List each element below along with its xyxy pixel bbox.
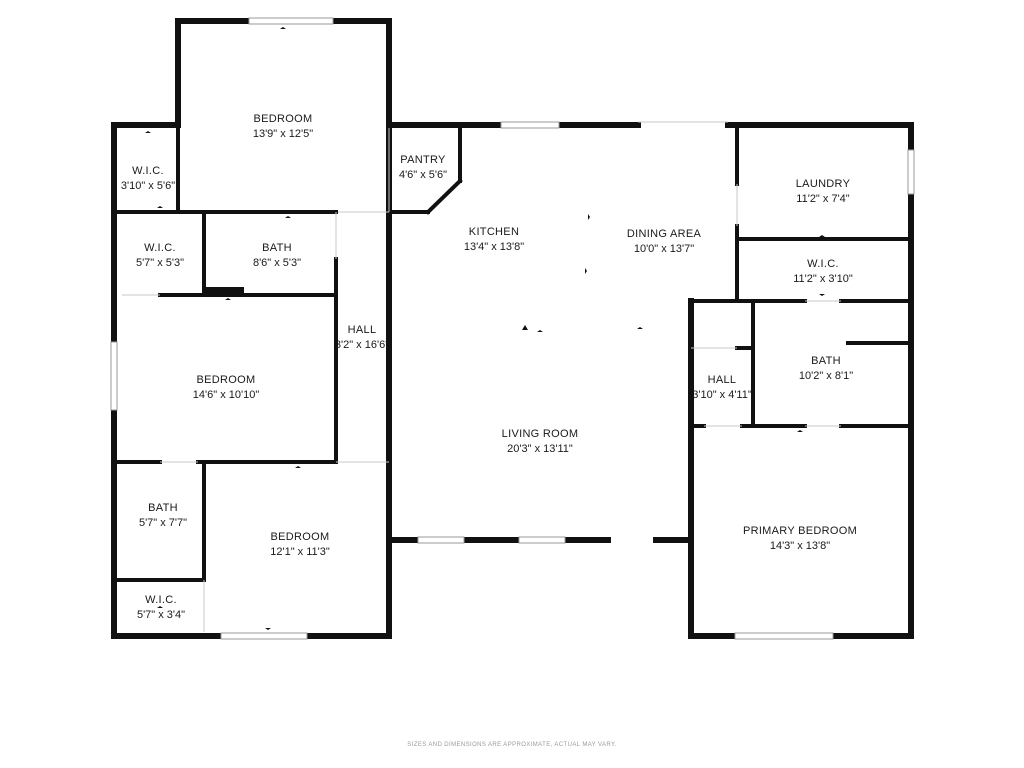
room-dimensions: 13'9" x 12'5" <box>252 128 314 140</box>
room-dimensions: 3'10" x 4'11" <box>692 389 752 401</box>
tick <box>295 466 301 468</box>
room-wic-right: W.I.C. 11'2" x 3'10" <box>793 257 853 287</box>
window <box>518 536 566 544</box>
window <box>500 121 560 129</box>
window <box>734 632 834 640</box>
room-name: LAUNDRY <box>795 178 851 190</box>
room-pantry: PANTRY 4'6" x 5'6" <box>399 153 447 183</box>
measure-ticks <box>145 27 825 630</box>
tick <box>157 206 163 208</box>
room-hall-left: HALL 3'2" x 16'6" <box>335 323 389 353</box>
room-dimensions: 5'7" x 5'3" <box>135 257 185 269</box>
window <box>907 149 915 195</box>
openings <box>122 121 841 632</box>
room-name: PRIMARY BEDROOM <box>742 525 858 537</box>
room-name: BATH <box>811 355 841 367</box>
room-wic-mid-left: W.I.C. 5'7" x 5'3" <box>136 241 184 271</box>
room-bedroom-bottom: BEDROOM 12'1" x 11'3" <box>270 530 330 560</box>
room-name: KITCHEN <box>468 226 520 238</box>
room-dimensions: 10'2" x 8'1" <box>798 370 854 382</box>
tick <box>157 606 163 608</box>
room-name: W.I.C. <box>145 594 177 606</box>
tick <box>637 327 643 329</box>
disclaimer-text: SIZES AND DIMENSIONS ARE APPROXIMATE, AC… <box>407 742 617 748</box>
room-name: W.I.C. <box>144 242 176 254</box>
room-name: PANTRY <box>400 154 446 166</box>
tick <box>225 298 231 300</box>
tick <box>797 430 803 432</box>
tick <box>819 294 825 296</box>
windows <box>110 17 915 640</box>
room-laundry: LAUNDRY 11'2" x 7'4" <box>796 177 850 207</box>
room-name: W.I.C. <box>807 258 839 270</box>
room-name: BATH <box>262 242 292 254</box>
room-living-room: LIVING ROOM 20'3" x 13'11" <box>502 427 579 457</box>
tick <box>522 325 528 330</box>
room-dimensions: 5'7" x 3'4" <box>136 609 186 621</box>
room-name: LIVING ROOM <box>501 428 579 440</box>
tick <box>585 268 587 274</box>
wall <box>425 178 463 215</box>
room-dimensions: 10'0" x 13'7" <box>633 243 695 255</box>
room-bedroom-mid: BEDROOM 14'6" x 10'10" <box>193 373 259 403</box>
tick <box>265 628 271 630</box>
window <box>417 536 465 544</box>
room-dimensions: 12'1" x 11'3" <box>270 546 330 558</box>
room-name: BEDROOM <box>253 113 313 125</box>
room-dimensions: 13'4" x 13'8" <box>463 241 525 253</box>
room-bath-right: BATH 10'2" x 8'1" <box>799 354 853 384</box>
room-dimensions: 20'3" x 13'11" <box>507 443 573 455</box>
room-kitchen: KITCHEN 13'4" x 13'8" <box>464 225 524 255</box>
room-name: BATH <box>148 502 178 514</box>
tick <box>537 330 543 332</box>
tick <box>145 131 151 133</box>
room-name: W.I.C. <box>132 165 164 177</box>
room-primary-bedroom: PRIMARY BEDROOM 14'3" x 13'8" <box>743 524 857 554</box>
tick <box>588 214 590 220</box>
room-bath-top: BATH 8'6" x 5'3" <box>253 241 301 271</box>
room-dimensions: 14'6" x 10'10" <box>192 389 260 401</box>
room-dimensions: 11'2" x 7'4" <box>796 193 850 205</box>
room-dimensions: 3'2" x 16'6" <box>334 339 390 351</box>
room-dimensions: 14'3" x 13'8" <box>769 540 831 552</box>
room-dimensions: 3'10" x 5'6" <box>120 180 176 192</box>
room-dimensions: 4'6" x 5'6" <box>398 169 448 181</box>
room-wic-bottom-left: W.I.C. 5'7" x 3'4" <box>137 593 185 623</box>
window <box>110 341 118 411</box>
room-dimensions: 8'6" x 5'3" <box>252 257 302 269</box>
tick <box>280 27 286 29</box>
tick <box>285 216 291 218</box>
room-name: BEDROOM <box>196 374 256 386</box>
window <box>220 632 308 640</box>
tick <box>819 235 825 237</box>
room-hall-right: HALL 3'10" x 4'11" <box>692 373 752 403</box>
room-name: HALL <box>347 324 377 336</box>
room-dining-area: DINING AREA 10'0" x 13'7" <box>627 227 701 257</box>
room-name: HALL <box>707 374 737 386</box>
room-name: BEDROOM <box>270 531 330 543</box>
window <box>248 17 334 25</box>
room-name: DINING AREA <box>626 228 702 240</box>
room-wic-top-left: W.I.C. 3'10" x 5'6" <box>121 164 175 194</box>
room-dimensions: 11'2" x 3'10" <box>793 273 853 285</box>
closet-block <box>204 287 244 296</box>
room-dimensions: 5'7" x 7'7" <box>138 517 188 529</box>
room-bedroom-top: BEDROOM 13'9" x 12'5" <box>253 112 313 142</box>
room-bath-bottom: BATH 5'7" x 7'7" <box>139 501 187 531</box>
